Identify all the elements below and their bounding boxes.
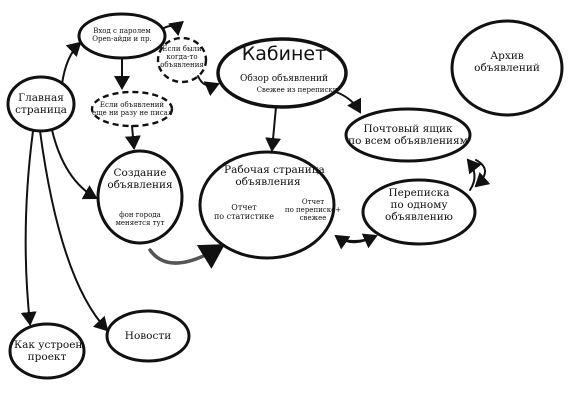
edge-cabinet-to-workpage <box>265 106 282 152</box>
edge-main-to-news <box>39 130 109 332</box>
node-mailbox <box>344 107 472 163</box>
edge-if-no-ads-to-create <box>124 125 141 150</box>
node-create-ad <box>96 149 184 245</box>
edge-main-to-create <box>51 129 98 200</box>
edge-mailbox-correspondence <box>474 159 491 188</box>
edge-if-had-ads-to-cabinet <box>197 75 220 97</box>
node-if-no-ads <box>90 90 174 128</box>
edge-correspondence-mailbox <box>466 158 482 191</box>
node-ad-workpage <box>198 150 336 260</box>
edge-create-to-workpage <box>148 244 225 269</box>
node-archive <box>450 19 564 117</box>
node-if-had-ads <box>156 36 208 84</box>
node-about-project <box>8 322 86 380</box>
node-cabinet <box>216 37 348 109</box>
node-news <box>105 309 191 363</box>
news-label: Новости <box>124 330 172 342</box>
edge-correspondence-workpage <box>334 234 367 250</box>
cabinet-subtitle: Обзор объявлений <box>239 74 329 84</box>
cabinet-note: Свежее из переписки <box>256 86 338 94</box>
edge-main-to-login <box>61 41 82 85</box>
edge-main-to-about <box>20 130 37 326</box>
node-correspondence <box>361 178 477 246</box>
edge-login-to-if-had-ads <box>163 20 184 36</box>
cabinet-title: Кабинет <box>241 43 327 65</box>
edge-cabinet-to-mailbox <box>335 91 361 114</box>
